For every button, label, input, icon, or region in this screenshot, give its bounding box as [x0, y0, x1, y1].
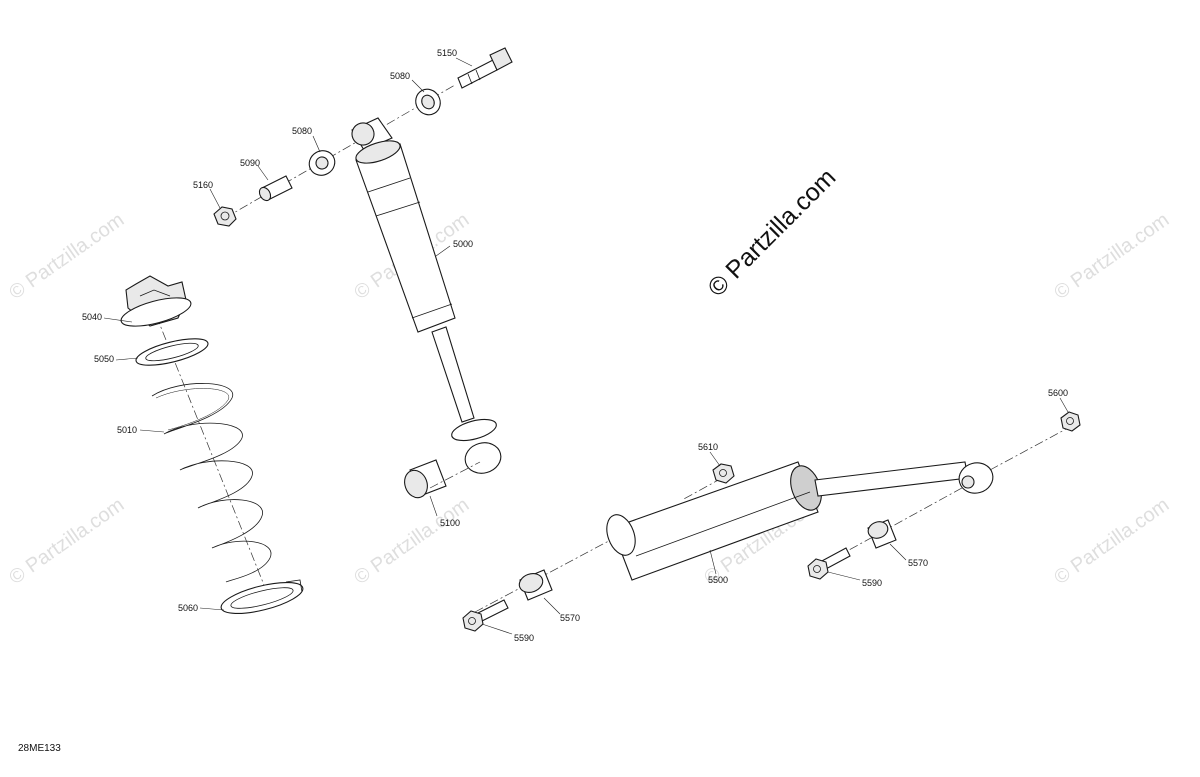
- part-washer-5050: [135, 338, 209, 366]
- callout-5600: 5600: [1048, 388, 1068, 398]
- callout-5570-right: 5570: [908, 558, 928, 568]
- part-sleeve-5080-upper: [415, 88, 441, 116]
- part-spacer-5570-left: [518, 569, 553, 601]
- watermark-tile: © Partzilla.com: [5, 494, 128, 589]
- callout-5000: 5000: [453, 239, 473, 249]
- part-nut-5610: [712, 463, 735, 484]
- watermark-main: © Partzilla.com: [702, 163, 841, 302]
- callout-5040: 5040: [82, 312, 102, 322]
- callout-5610: 5610: [698, 442, 718, 452]
- part-damper-5500: [606, 461, 994, 581]
- callout-5010: 5010: [117, 425, 137, 435]
- part-spacer-5090: [258, 175, 293, 202]
- callout-5570-left: 5570: [560, 613, 580, 623]
- part-spacer-5570-right: [867, 519, 897, 549]
- watermark-tile: © Partzilla.com: [350, 494, 473, 589]
- part-coil-spring-5010: [151, 383, 272, 583]
- part-nut-5160: [213, 206, 237, 227]
- axis-damper-left: [474, 534, 621, 613]
- part-sleeve-5080-lower: [308, 150, 336, 176]
- callout-5090: 5090: [240, 158, 260, 168]
- callout-5050: 5050: [94, 354, 114, 364]
- watermark-tiles: © Partzilla.com © Partzilla.com © Partzi…: [5, 209, 1173, 589]
- part-spring-seat-5060: [220, 579, 304, 615]
- callout-5500: 5500: [708, 575, 728, 585]
- callout-5060: 5060: [178, 603, 198, 613]
- callout-5080-upper: 5080: [390, 71, 410, 81]
- part-bolt-5150: [457, 47, 513, 89]
- callout-5160: 5160: [193, 180, 213, 190]
- part-spring-seat-5040: [120, 275, 192, 327]
- axis-lower-mount: [429, 461, 481, 489]
- part-bolt-5590-left: [462, 599, 509, 632]
- callout-5590-left: 5590: [514, 633, 534, 643]
- part-nut-5600: [1060, 411, 1081, 432]
- part-bolt-5590-right: [807, 547, 851, 580]
- watermark-tile: © Partzilla.com: [5, 209, 128, 304]
- drawing-reference: 28ME133: [18, 743, 61, 754]
- callout-5080-lower: 5080: [292, 126, 312, 136]
- callout-5100: 5100: [440, 518, 460, 528]
- part-bushing-5100: [404, 459, 447, 499]
- part-shock-5000: [351, 117, 502, 474]
- watermark-tile: © Partzilla.com: [1050, 494, 1173, 589]
- axis-damper-nut: [681, 477, 723, 501]
- leader-lines: [103, 57, 1069, 635]
- watermark-tile: © Partzilla.com: [1050, 209, 1173, 304]
- callout-5590-right: 5590: [862, 578, 882, 588]
- callout-5150: 5150: [437, 48, 457, 58]
- axis-damper-top: [989, 427, 1069, 471]
